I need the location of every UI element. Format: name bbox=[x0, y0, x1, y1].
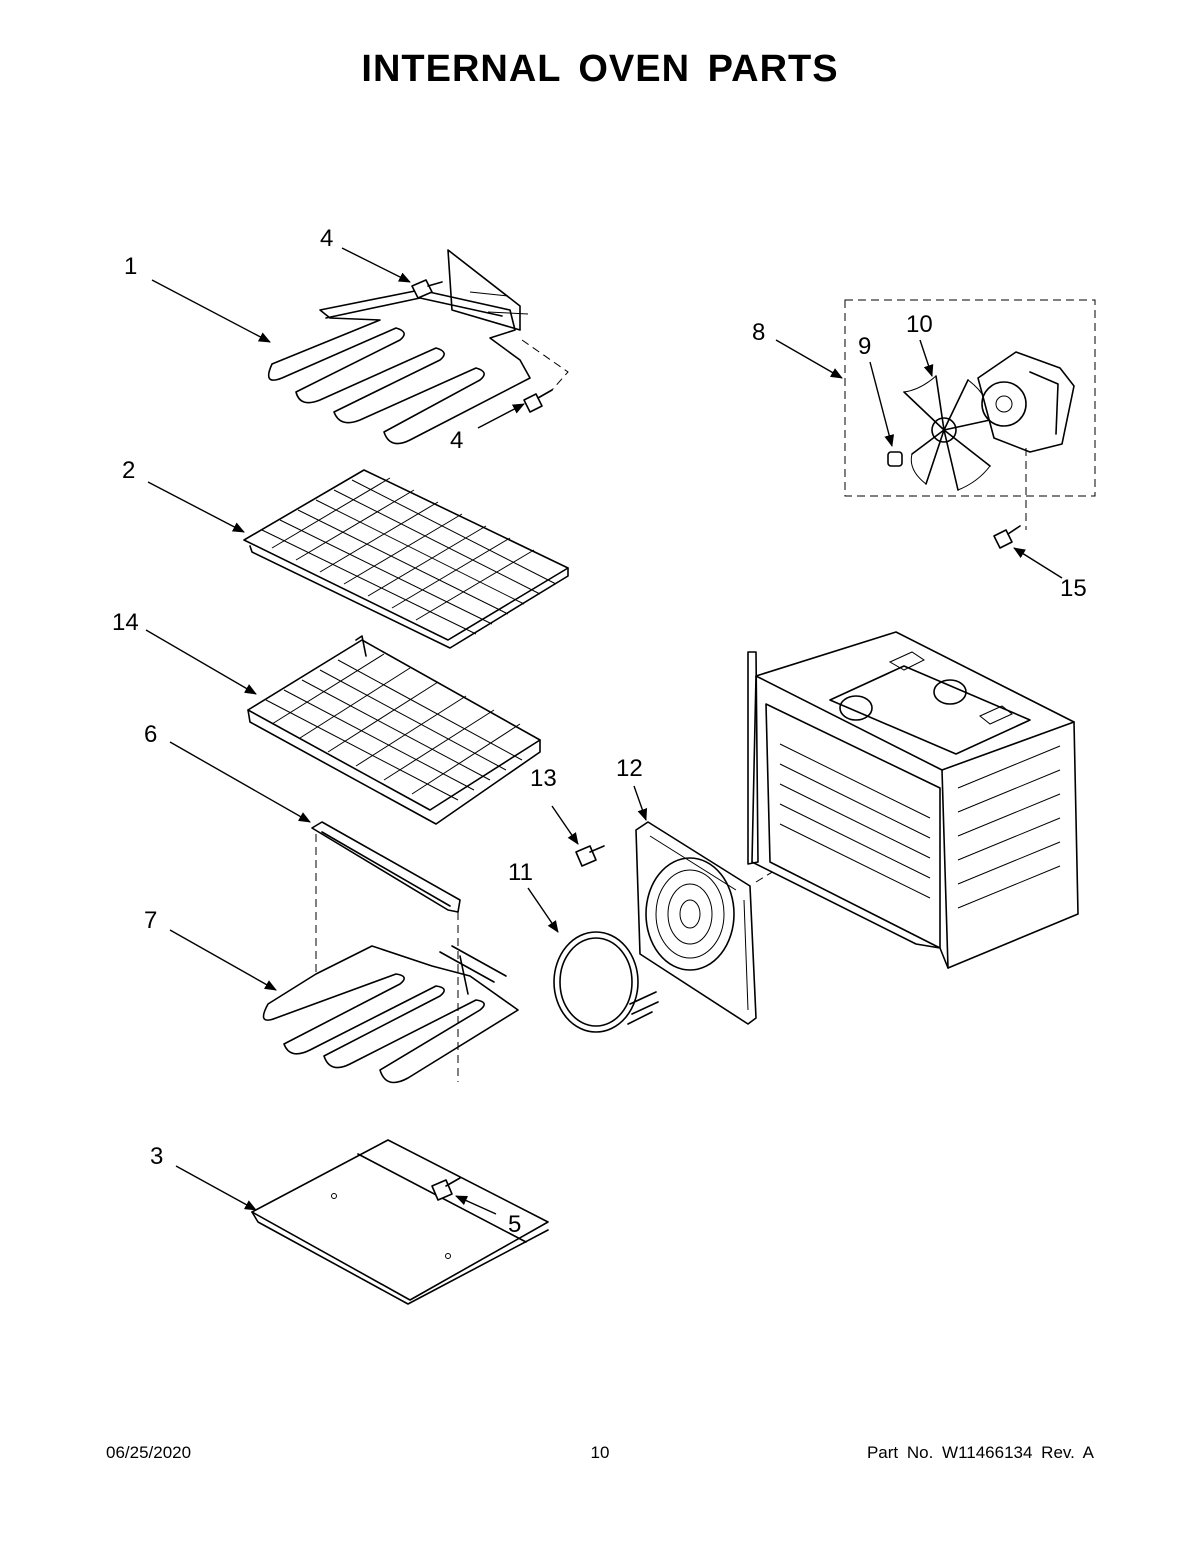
bake-element bbox=[262, 945, 519, 1084]
page-title: INTERNAL OVEN PARTS bbox=[361, 48, 839, 90]
convection-fan-cover bbox=[635, 821, 757, 1025]
leader-line bbox=[869, 361, 895, 447]
convection-fan-blade bbox=[903, 375, 991, 491]
footer-page-number: 10 bbox=[590, 1443, 610, 1462]
leader-line bbox=[147, 481, 245, 533]
screw-icon bbox=[575, 845, 605, 867]
leader-line bbox=[527, 887, 559, 933]
screw-icon bbox=[411, 279, 443, 299]
leader-line bbox=[175, 1165, 257, 1211]
screw-icon bbox=[431, 1177, 461, 1201]
callout-9: 9 bbox=[858, 333, 871, 360]
leader-line bbox=[151, 279, 271, 343]
leader-line bbox=[551, 805, 579, 845]
leader-line bbox=[775, 339, 843, 379]
leader-line bbox=[169, 929, 277, 991]
callout-7: 7 bbox=[144, 907, 157, 934]
callout-1: 1 bbox=[124, 253, 137, 280]
convection-fan-motor bbox=[977, 351, 1075, 453]
screw-icon bbox=[523, 389, 553, 413]
leader-line bbox=[145, 629, 257, 695]
oven-cavity bbox=[747, 631, 1079, 969]
oven-rack bbox=[243, 469, 569, 649]
screw-icon bbox=[993, 525, 1021, 549]
callout-5: 5 bbox=[508, 1211, 521, 1238]
callout-13: 13 bbox=[530, 765, 557, 792]
leader-line bbox=[341, 247, 411, 283]
leader-line bbox=[169, 741, 311, 823]
callout-4-top: 4 bbox=[320, 225, 333, 252]
callout-10: 10 bbox=[906, 311, 933, 338]
footer-part-number: Part No. W11466134 Rev. A bbox=[866, 1443, 1094, 1462]
leader-line bbox=[1013, 547, 1063, 579]
leader-line bbox=[477, 403, 525, 429]
leader-line bbox=[919, 339, 934, 377]
oven-bottom-cover bbox=[251, 1139, 549, 1305]
callout-8: 8 bbox=[752, 319, 765, 346]
callout-12: 12 bbox=[616, 755, 643, 782]
roller-rack bbox=[247, 635, 541, 825]
callout-14: 14 bbox=[112, 609, 139, 636]
footer-date: 06/25/2020 bbox=[106, 1443, 192, 1462]
callout-2: 2 bbox=[122, 457, 135, 484]
callout-3: 3 bbox=[150, 1143, 163, 1170]
fan-assembly-group-box bbox=[844, 299, 1096, 497]
alignment-line bbox=[521, 339, 569, 391]
fan-nut-icon bbox=[887, 451, 903, 467]
callout-15: 15 bbox=[1060, 575, 1087, 602]
heat-deflector bbox=[311, 821, 461, 913]
leader-line bbox=[633, 785, 648, 821]
callout-6: 6 bbox=[144, 721, 157, 748]
leader-line bbox=[455, 1195, 497, 1215]
callout-11: 11 bbox=[508, 859, 533, 886]
broil-element bbox=[267, 249, 531, 445]
convection-element bbox=[553, 931, 659, 1033]
callout-4-bottom: 4 bbox=[450, 427, 463, 454]
